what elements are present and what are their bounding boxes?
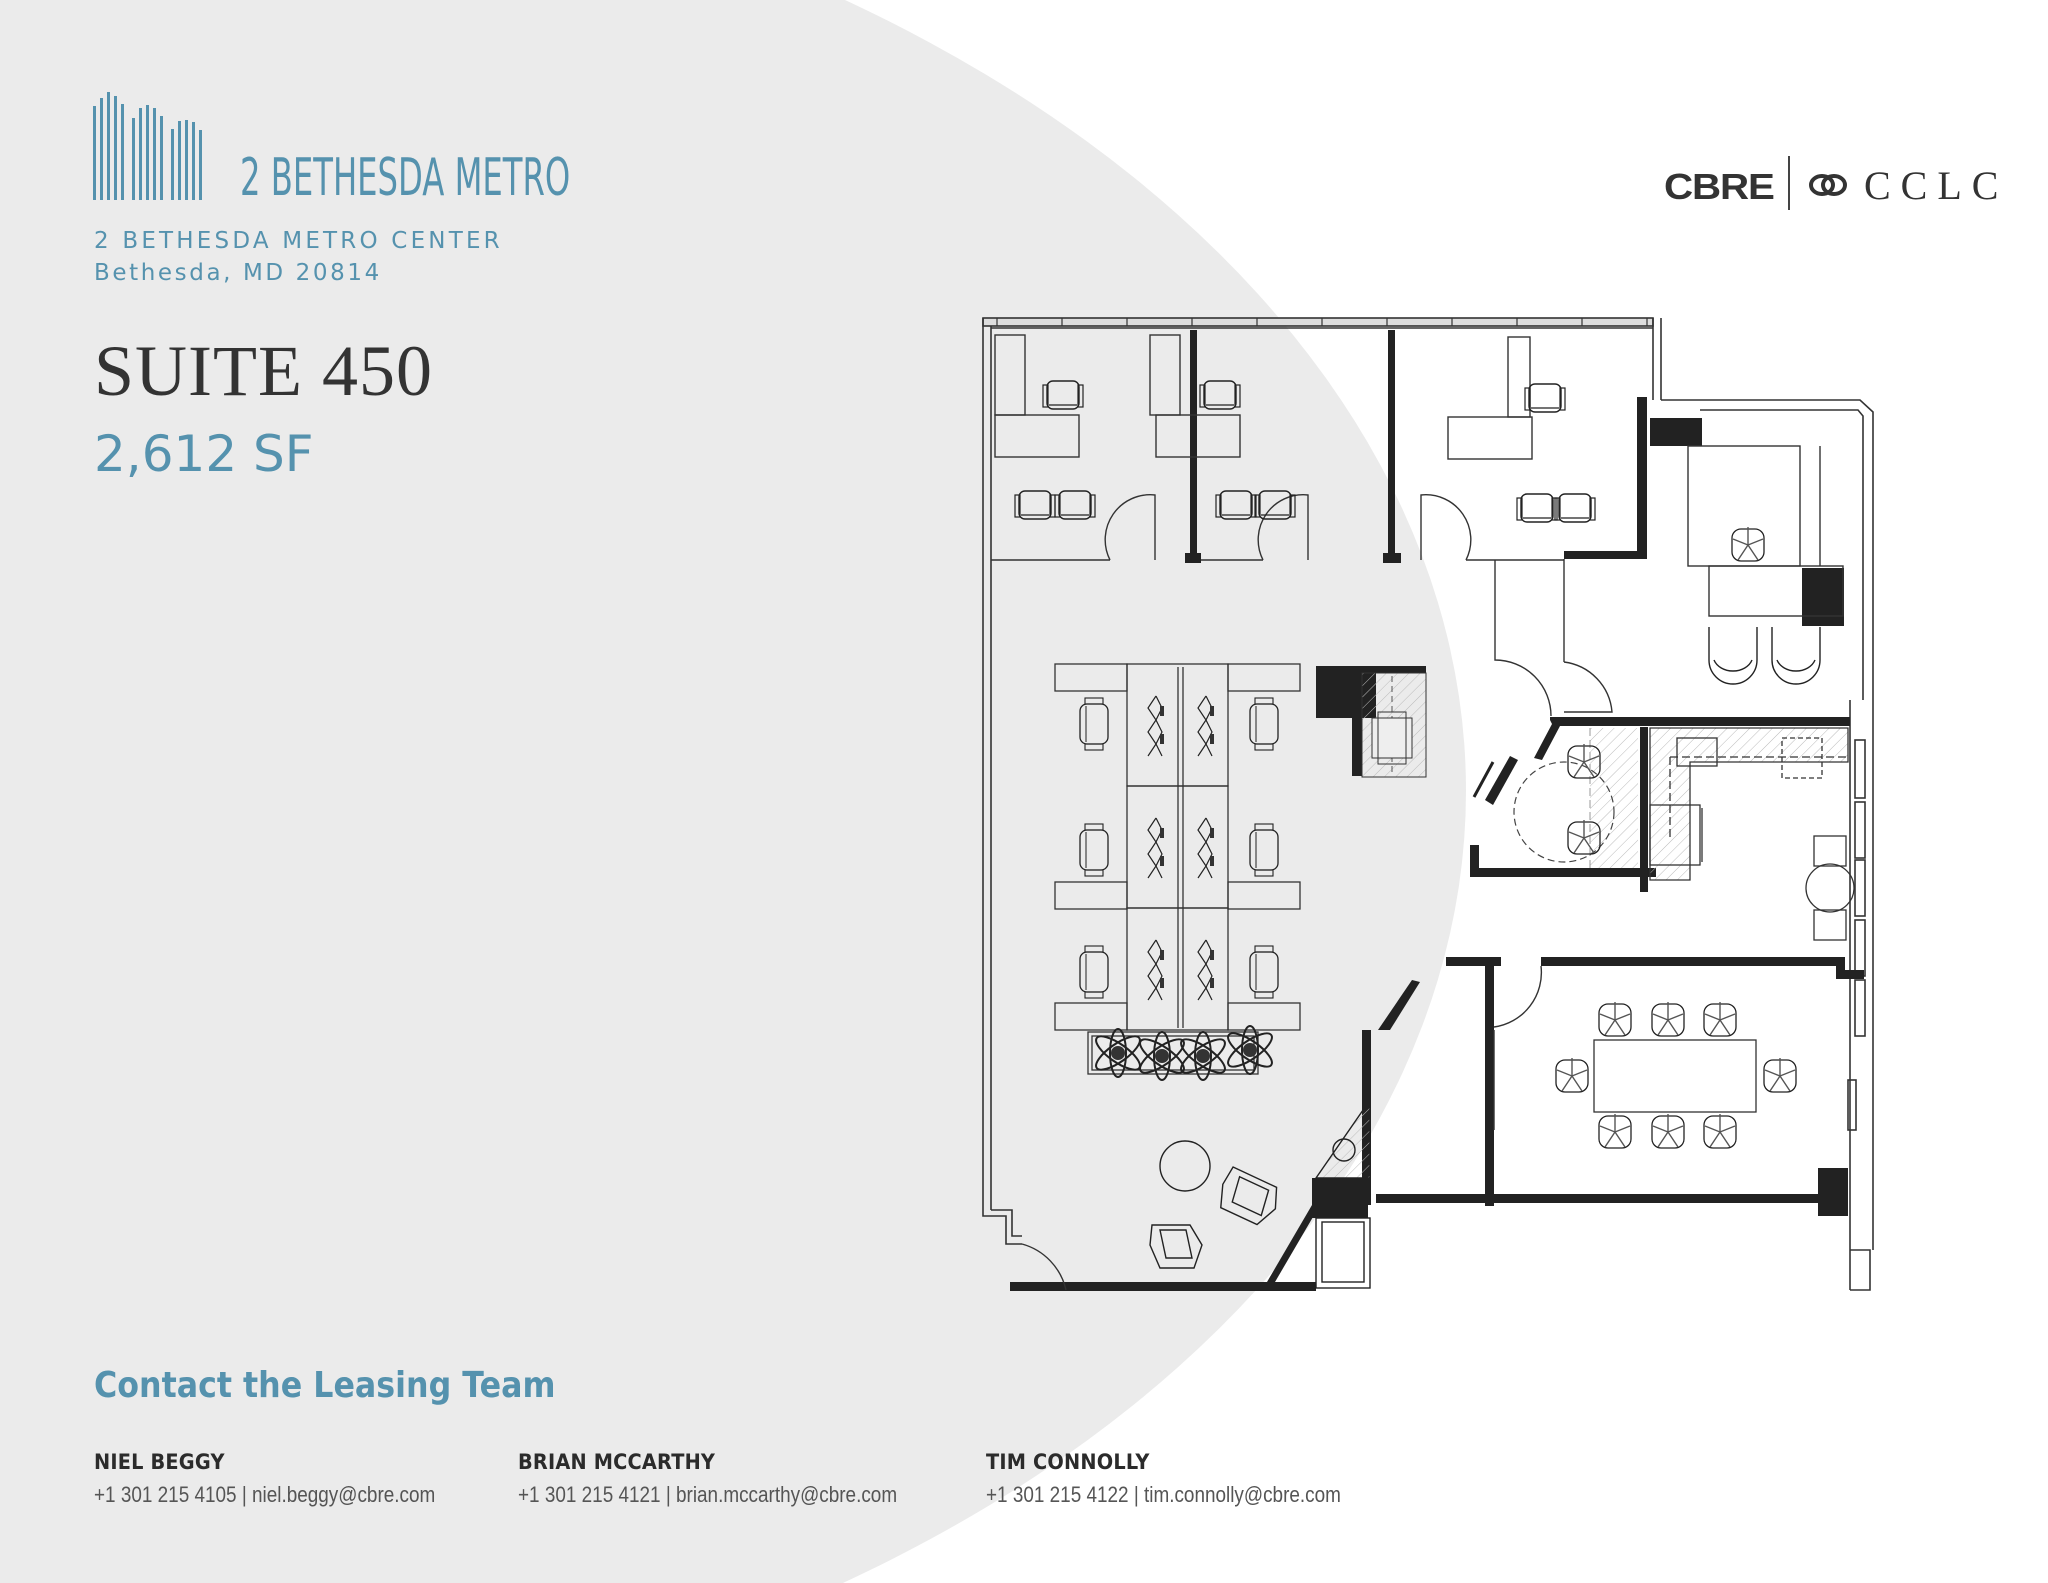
building-name: 2 BETHESDA METRO <box>240 148 571 208</box>
contact-name: NIEL BEGGY <box>94 1450 225 1474</box>
contact-card-niel-beggy: NIEL BEGGY +1 301 215 4105 | niel.beggy@… <box>94 1450 491 1508</box>
contact-phone-email[interactable]: +1 301 215 4121 | brian.mccarthy@cbre.co… <box>518 1482 898 1507</box>
brand-divider <box>1788 156 1790 210</box>
suite-area: 2,612 SF <box>94 425 314 483</box>
building-address-line2: Bethesda, MD 20814 <box>94 260 382 286</box>
contact-name: BRIAN MCCARTHY <box>518 1450 716 1474</box>
contact-name: TIM CONNOLLY <box>986 1450 1150 1474</box>
contact-heading: Contact the Leasing Team <box>94 1365 556 1406</box>
building-bars-icon <box>93 92 202 200</box>
suite-title: SUITE 450 <box>94 331 433 411</box>
contact-card-tim-connolly: TIM CONNOLLY +1 301 215 4122 | tim.conno… <box>986 1450 1399 1508</box>
cclc-logo: CCLC <box>1864 163 2009 208</box>
building-address-line1: 2 BETHESDA METRO CENTER <box>94 228 503 254</box>
contact-phone-email[interactable]: +1 301 215 4105 | niel.beggy@cbre.com <box>94 1482 436 1507</box>
contact-card-brian-mccarthy: BRIAN MCCARTHY +1 301 215 4121 | brian.m… <box>518 1450 959 1508</box>
cbre-logo: CBRE <box>1664 166 1775 207</box>
cclc-rings-icon <box>1809 174 1847 196</box>
contact-phone-email[interactable]: +1 301 215 4122 | tim.connolly@cbre.com <box>986 1482 1341 1507</box>
